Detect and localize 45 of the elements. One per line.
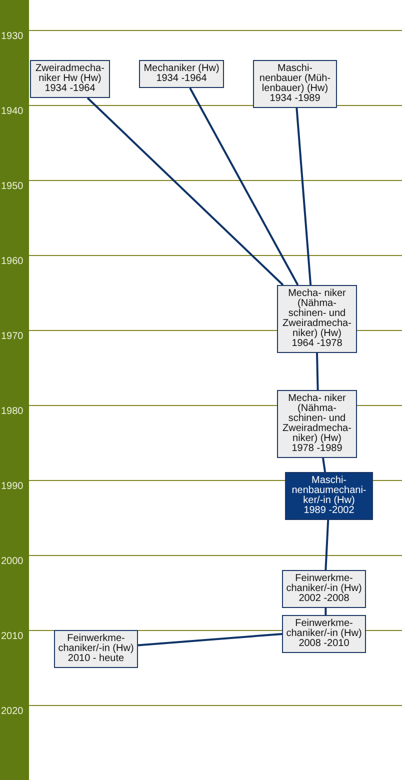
job-box <box>285 472 373 520</box>
date-range: 2010 - heute <box>68 654 124 664</box>
job-box <box>282 570 366 608</box>
date-range: 1934 -1964 <box>44 84 96 94</box>
date-range: 1989 -2002 <box>304 506 354 516</box>
year-label: 1970 <box>1 331 24 342</box>
year-label: 1950 <box>1 181 24 192</box>
connector-line <box>324 608 327 615</box>
connector-line <box>189 88 299 286</box>
date-range: 1934 -1964 <box>156 74 207 84</box>
date-range: 1934 -1989 <box>270 94 320 104</box>
job-title: Mecha- niker (Nähma- schinen- und Zweiradmecha- niker) (Hw) <box>282 289 352 339</box>
job-title: Feinwerkme- chaniker/-in (Hw) <box>285 619 363 639</box>
connector-line <box>296 108 312 286</box>
date-range: 1964 -1978 <box>292 339 342 349</box>
year-label: 2010 <box>1 631 24 642</box>
year-label: 1990 <box>1 481 24 492</box>
job-box <box>277 390 357 458</box>
job-box <box>253 60 337 108</box>
year-label: 2000 <box>1 556 24 567</box>
date-range: 2002 -2008 <box>298 594 350 604</box>
connector-line <box>316 352 319 390</box>
job-title: Maschi- nenbaumechani- ker/-in (Hw) <box>290 476 368 506</box>
year-label: 1930 <box>1 31 24 42</box>
job-box <box>282 615 366 653</box>
date-range: 1978 -1989 <box>292 444 342 454</box>
job-box <box>30 60 110 98</box>
year-label: 1960 <box>1 256 24 267</box>
year-label: 1980 <box>1 406 24 417</box>
job-title: Feinwerkme- chaniker/-in (Hw) <box>57 634 135 654</box>
connector-line <box>138 633 282 646</box>
connector-line <box>322 458 326 472</box>
job-title: Mecha- niker (Nähma- schinen- und Zweiradmecha- niker) (Hw) <box>282 394 352 444</box>
job-title: Zweiradmecha- niker Hw (Hw) <box>34 64 106 84</box>
job-title: Maschi- nenbauer (Müh- lenbauer) (Hw) <box>258 64 332 94</box>
year-label: 2020 <box>1 706 24 717</box>
job-title: Mechaniker (Hw) <box>144 64 220 74</box>
job-title: Feinwerkme- chaniker/-in (Hw) <box>285 574 363 594</box>
job-box <box>54 630 138 668</box>
date-range: 2008 -2010 <box>298 639 350 649</box>
year-label: 1940 <box>1 106 24 117</box>
connector-line <box>324 520 330 570</box>
connector-line <box>86 97 284 286</box>
job-box <box>139 60 224 88</box>
job-box <box>277 285 357 353</box>
